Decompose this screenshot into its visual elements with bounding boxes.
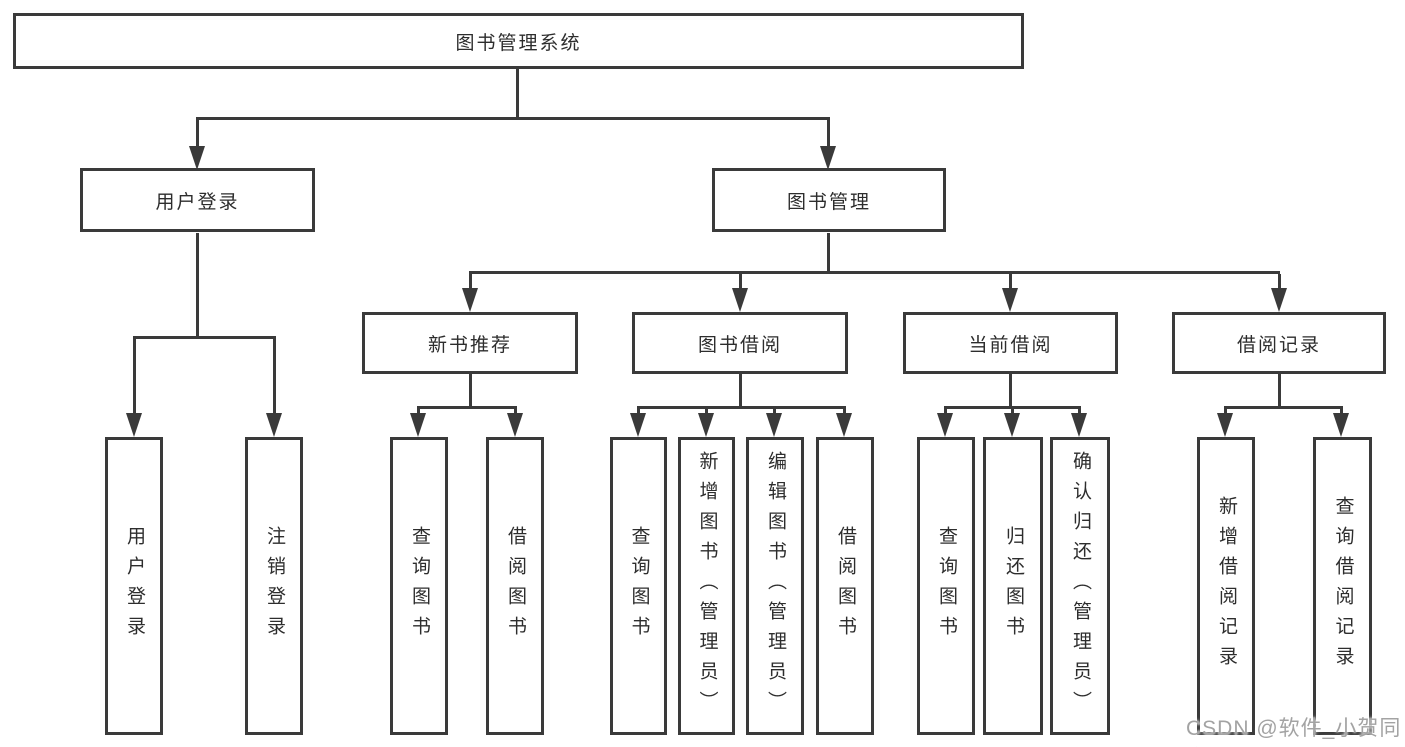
connector-line — [705, 409, 708, 416]
connector-line — [469, 274, 472, 292]
leaf-label: 查询借阅记录 — [1332, 496, 1354, 676]
arrowhead-down-icon — [266, 413, 282, 437]
leaf-label: 用户登录 — [123, 526, 145, 646]
connector-line — [196, 233, 199, 336]
arrowhead-down-icon — [1333, 413, 1349, 437]
connector-line — [1009, 274, 1012, 292]
connector-line — [514, 409, 517, 416]
connector-line — [944, 409, 947, 416]
leaf-label: 编辑图书（管理员） — [764, 451, 786, 721]
leaf-borrow-borrow-books: 借阅图书 — [816, 437, 874, 735]
connector-line — [1278, 274, 1281, 292]
node-label: 新书推荐 — [427, 334, 512, 356]
connector-rail — [944, 406, 1081, 409]
leaf-logout: 注销登录 — [245, 437, 303, 735]
leaf-label: 借阅图书 — [504, 526, 526, 646]
arrowhead-down-icon — [1217, 413, 1233, 437]
leaf-borrow-add-books-admin: 新增图书（管理员） — [678, 437, 735, 735]
connector-rail — [417, 406, 517, 409]
connector-line — [196, 120, 199, 150]
leaf-label: 借阅图书 — [834, 526, 856, 646]
arrowhead-down-icon — [1004, 413, 1020, 437]
connector-line — [739, 374, 742, 406]
connector-line — [1278, 374, 1281, 406]
connector-line — [1009, 374, 1012, 406]
leaf-label: 注销登录 — [263, 526, 285, 646]
connector-line — [827, 233, 830, 271]
arrowhead-down-icon — [1002, 288, 1018, 312]
arrowhead-down-icon — [189, 146, 205, 170]
leaf-label: 新增图书（管理员） — [696, 451, 718, 721]
leaf-label: 归还图书 — [1002, 526, 1024, 646]
connector-rail — [469, 271, 1280, 274]
leaf-current-return-books: 归还图书 — [983, 437, 1043, 735]
leaf-label: 查询图书 — [628, 526, 650, 646]
leaf-label: 查询图书 — [408, 526, 430, 646]
leaf-current-confirm-return-admin: 确认归还（管理员） — [1050, 437, 1110, 735]
leaf-recommend-query-books: 查询图书 — [390, 437, 448, 735]
leaf-label: 确认归还（管理员） — [1069, 451, 1091, 721]
arrowhead-down-icon — [462, 288, 478, 312]
arrowhead-down-icon — [410, 413, 426, 437]
node-book-management: 图书管理 — [712, 168, 946, 232]
connector-rail — [1224, 406, 1343, 409]
arrowhead-down-icon — [766, 413, 782, 437]
connector-rail — [133, 336, 276, 339]
node-new-book-recommend: 新书推荐 — [362, 312, 578, 374]
leaf-current-query-books: 查询图书 — [917, 437, 975, 735]
leaf-label: 查询图书 — [935, 526, 957, 646]
node-book-borrow: 图书借阅 — [632, 312, 848, 374]
connector-line — [739, 274, 742, 292]
connector-line — [843, 409, 846, 416]
connector-root-stem — [516, 69, 519, 120]
connector-line — [637, 409, 640, 416]
leaf-records-add-borrow-record: 新增借阅记录 — [1197, 437, 1255, 735]
leaf-label: 新增借阅记录 — [1215, 496, 1237, 676]
node-label: 用户登录 — [155, 191, 240, 213]
arrowhead-down-icon — [1271, 288, 1287, 312]
node-label: 当前借阅 — [968, 334, 1053, 356]
connector-line — [773, 409, 776, 416]
arrowhead-down-icon — [507, 413, 523, 437]
arrowhead-down-icon — [732, 288, 748, 312]
leaf-records-query-borrow-record: 查询借阅记录 — [1313, 437, 1372, 735]
connector-line — [469, 374, 472, 406]
node-root: 图书管理系统 — [13, 13, 1024, 69]
watermark: CSDN @软件_小贺同学 — [1186, 717, 1402, 740]
connector-line — [1340, 409, 1343, 416]
connector-root-rail — [196, 117, 830, 120]
node-borrow-records: 借阅记录 — [1172, 312, 1386, 374]
node-label: 图书管理 — [786, 191, 871, 213]
connector-line — [1224, 409, 1227, 416]
leaf-user-login: 用户登录 — [105, 437, 163, 735]
connector-rail — [637, 406, 846, 409]
node-current-borrow: 当前借阅 — [903, 312, 1118, 374]
arrowhead-down-icon — [1071, 413, 1087, 437]
connector-line — [1011, 409, 1014, 416]
connector-line — [827, 120, 830, 150]
node-user-login: 用户登录 — [80, 168, 315, 232]
leaf-borrow-edit-books-admin: 编辑图书（管理员） — [746, 437, 804, 735]
node-root-label: 图书管理系统 — [455, 32, 582, 54]
arrowhead-down-icon — [698, 413, 714, 437]
arrowhead-down-icon — [820, 146, 836, 170]
node-label: 借阅记录 — [1236, 334, 1321, 356]
arrowhead-down-icon — [126, 413, 142, 437]
connector-line — [1078, 409, 1081, 416]
arrowhead-down-icon — [630, 413, 646, 437]
arrowhead-down-icon — [937, 413, 953, 437]
leaf-recommend-borrow-books: 借阅图书 — [486, 437, 544, 735]
leaf-borrow-query-books: 查询图书 — [610, 437, 667, 735]
connector-line — [273, 339, 276, 415]
connector-line — [417, 409, 420, 416]
connector-line — [133, 339, 136, 415]
arrowhead-down-icon — [836, 413, 852, 437]
node-label: 图书借阅 — [697, 334, 782, 356]
